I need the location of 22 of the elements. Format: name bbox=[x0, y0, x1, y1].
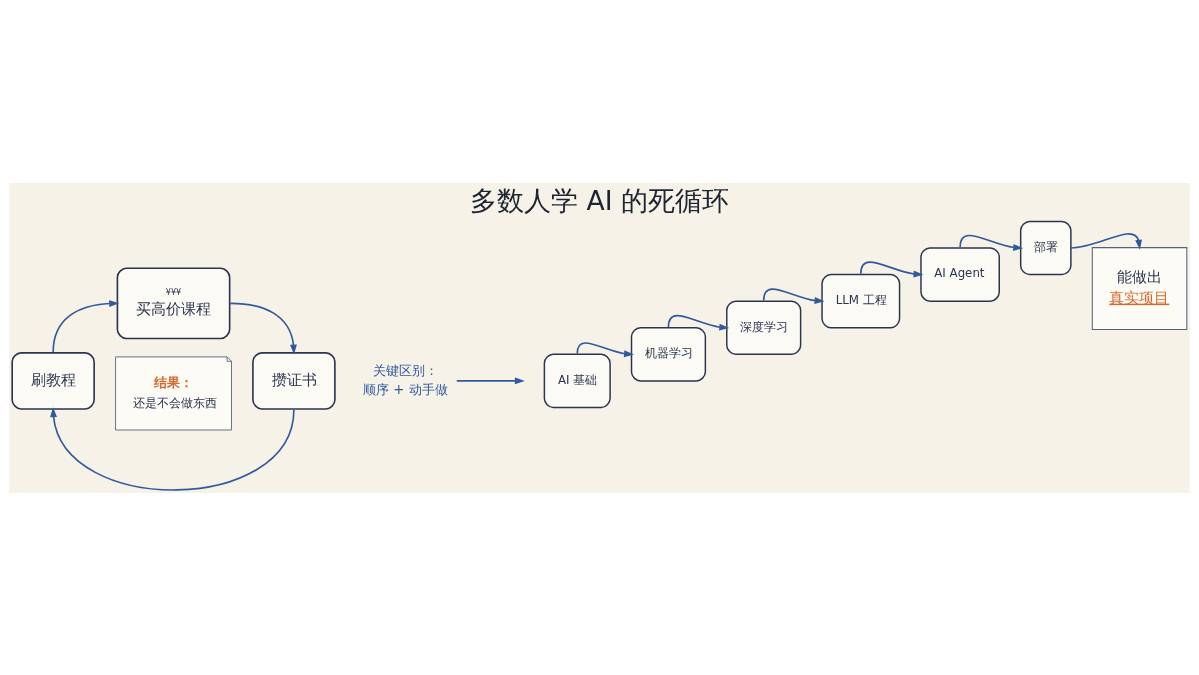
node-box: 机器学习 bbox=[630, 326, 707, 382]
node-box: 能做出 真实项目 bbox=[1091, 246, 1188, 330]
diagram-title: 多数人学 AI 的死循环 bbox=[470, 184, 729, 216]
node-text: 关键区别： 顺序 + 动手做 bbox=[362, 362, 448, 397]
node-box: 刷教程 bbox=[11, 351, 95, 410]
arrow bbox=[860, 260, 924, 277]
node-box: 深度学习 bbox=[726, 299, 802, 355]
node-box: 部署 bbox=[1019, 220, 1072, 275]
arrow bbox=[52, 299, 120, 353]
node-box: 攒证书 bbox=[252, 351, 336, 410]
node-box: AI 基础 bbox=[543, 353, 611, 408]
arrow bbox=[229, 302, 297, 355]
arrow bbox=[1070, 232, 1143, 250]
node-box: ¥¥¥ 买高价课程 bbox=[116, 267, 231, 339]
arrow bbox=[762, 287, 825, 304]
node-box: LLM 工程 bbox=[821, 273, 901, 328]
arrow bbox=[455, 376, 525, 384]
node-box: AI Agent bbox=[920, 246, 1000, 302]
arrow bbox=[576, 341, 634, 357]
arrow bbox=[50, 406, 295, 491]
arrow bbox=[959, 234, 1024, 251]
arrow bbox=[667, 314, 730, 331]
